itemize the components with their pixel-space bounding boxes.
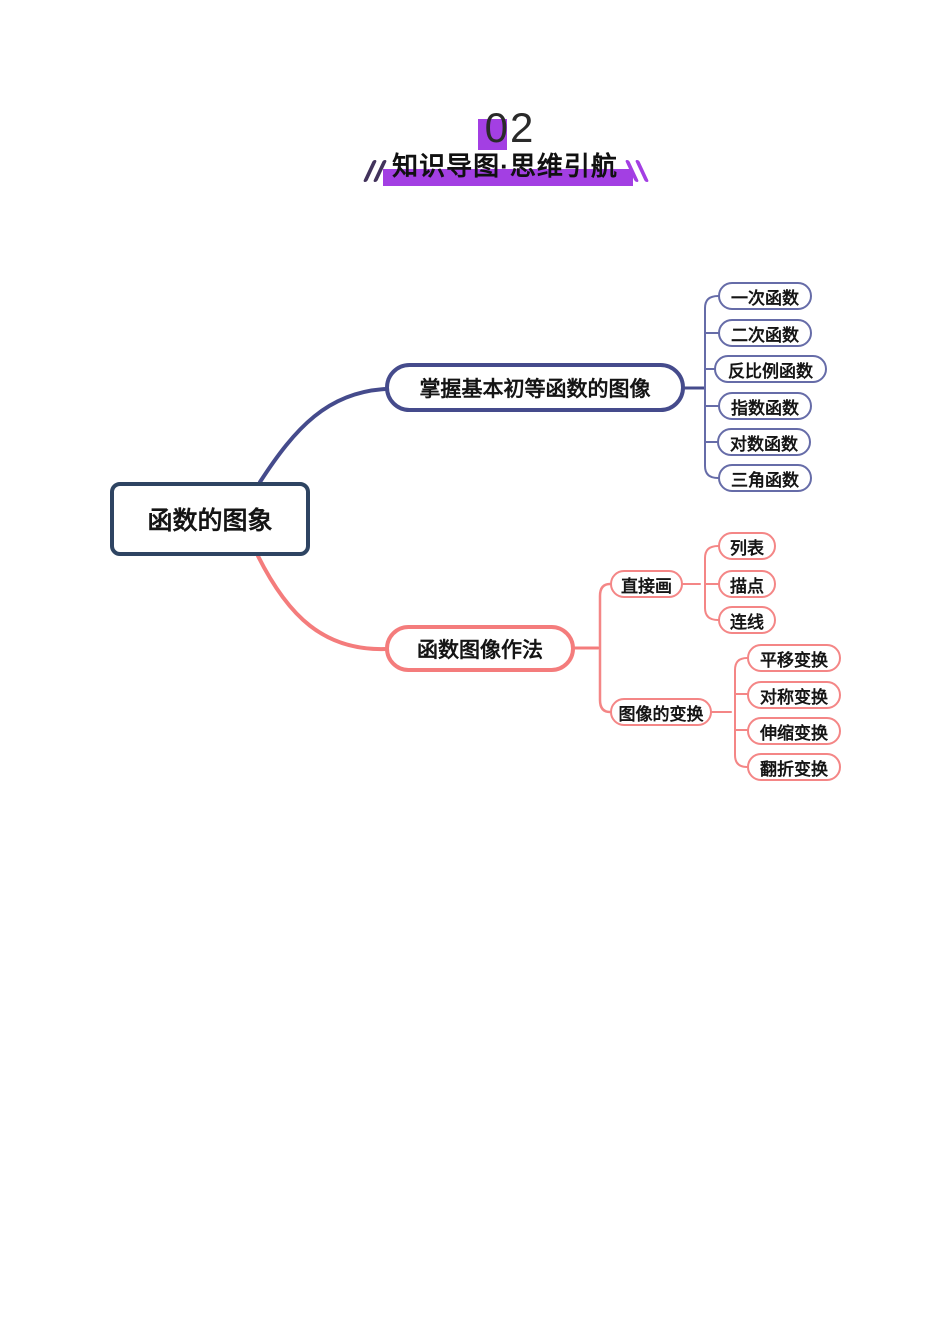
leaf-node-quadratic-function: 二次函数: [718, 319, 812, 347]
leaf-node-make-table: 列表: [718, 532, 776, 560]
section-title: 知识导图·思维引航: [392, 151, 618, 181]
sub-node-graph-transform: 图像的变换: [610, 698, 712, 726]
section-number-accent-square: [478, 119, 507, 150]
leaf-node-symmetry-transform: 对称变换: [747, 681, 841, 709]
leaf-node-exponential-function: 指数函数: [718, 392, 812, 420]
section-number: 02: [484, 104, 536, 151]
branch-node-basic-functions: 掌握基本初等函数的图像: [385, 363, 685, 412]
leaf-node-translation-transform: 平移变换: [747, 644, 841, 672]
section-title-highlight-bar: [383, 169, 633, 186]
leaf-node-logarithmic-function: 对数函数: [717, 428, 811, 456]
sub-node-direct-draw: 直接画: [610, 570, 683, 598]
branch-node-graph-drawing: 函数图像作法: [385, 625, 575, 672]
root-node-function-graph: 函数的图象: [110, 482, 310, 556]
leaf-node-trigonometric-function: 三角函数: [718, 464, 812, 492]
leaf-node-inverse-proportion: 反比例函数: [714, 355, 827, 383]
leaf-node-scaling-transform: 伸缩变换: [747, 717, 841, 745]
leaf-node-folding-transform: 翻折变换: [747, 753, 841, 781]
section-title-block: 知识导图·思维引航: [375, 150, 635, 186]
leaf-node-connect-lines: 连线: [718, 606, 776, 634]
leaf-node-linear-function: 一次函数: [718, 282, 812, 310]
leaf-node-plot-points: 描点: [718, 570, 776, 598]
